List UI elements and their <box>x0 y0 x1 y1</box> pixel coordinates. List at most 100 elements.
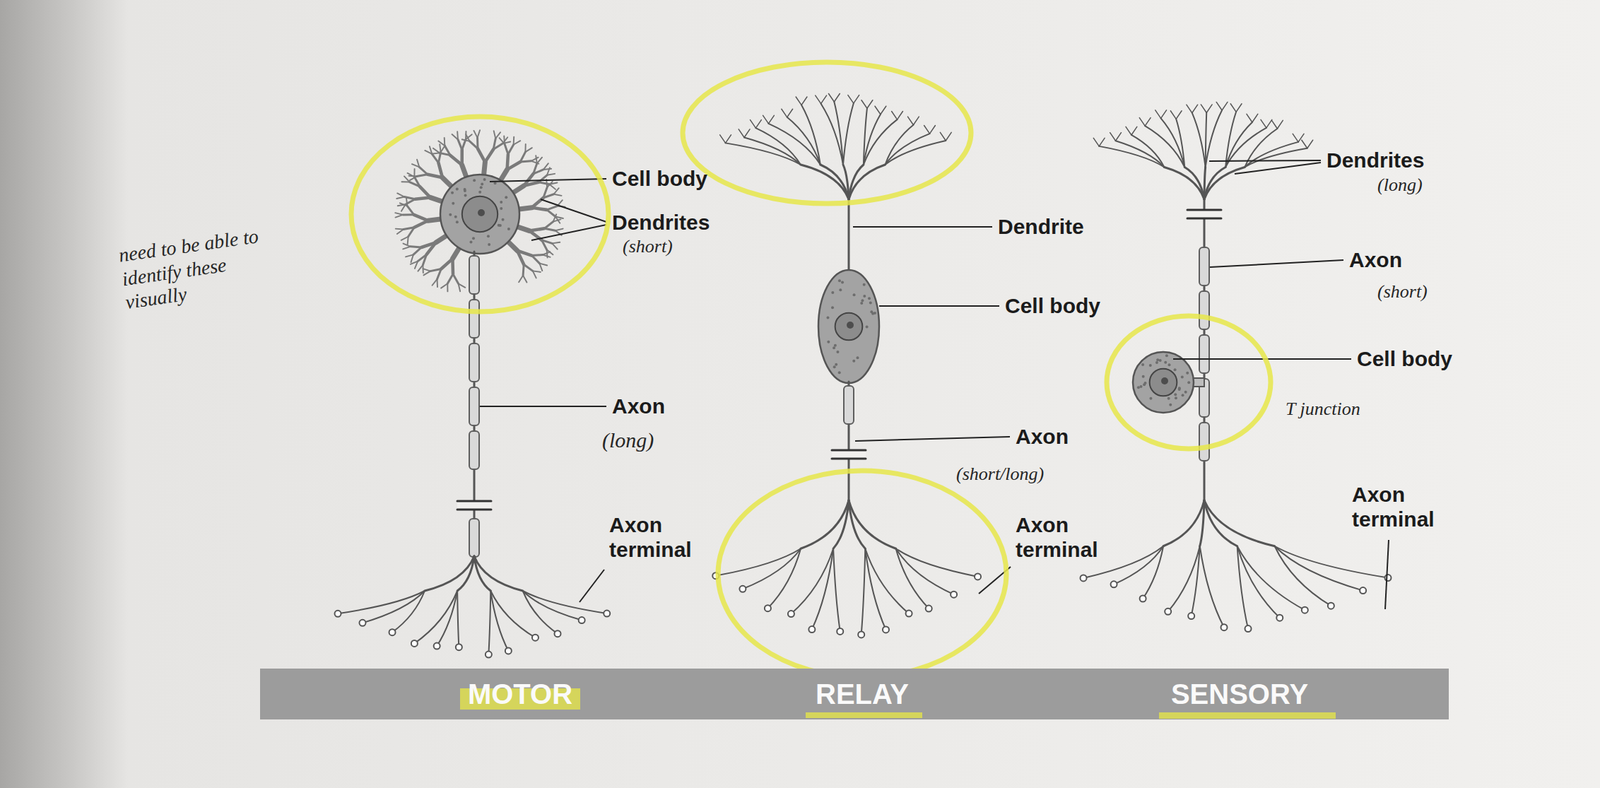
neuron-line <box>433 148 440 154</box>
neuron-line <box>397 228 404 234</box>
neuron-line <box>465 134 473 140</box>
neuron-branch <box>1205 110 1222 168</box>
neuron-line <box>456 131 459 140</box>
cytoplasm-speck <box>1184 390 1188 394</box>
neuron-line <box>1236 103 1242 113</box>
neuron-branch <box>362 590 425 623</box>
neuron-branch <box>801 105 821 165</box>
neuron-line <box>1298 133 1304 143</box>
leader-line <box>1385 539 1389 610</box>
cytoplasm-speck <box>855 356 859 360</box>
handwritten-note: (long) <box>602 428 654 454</box>
neuron-line <box>522 275 527 283</box>
neuron-line <box>874 106 881 115</box>
terminal-knob <box>857 631 865 638</box>
neuron-line <box>1161 110 1167 119</box>
cytoplasm-speck <box>451 202 455 205</box>
neuron-line <box>750 120 757 129</box>
neuron-line <box>907 116 914 126</box>
neuron-line <box>447 274 454 284</box>
neuron-line <box>413 247 422 255</box>
neuron-line <box>1115 132 1122 142</box>
neuron-line <box>493 143 503 150</box>
neuron-branch <box>833 500 849 549</box>
cytoplasm-speck <box>1142 375 1145 379</box>
cytoplasm-speck <box>862 283 866 287</box>
highlighter-circle <box>1106 315 1271 449</box>
break-gap <box>1187 210 1222 218</box>
neuron-branch <box>884 140 946 165</box>
cell-body <box>440 174 520 254</box>
cytoplasm-speck <box>486 234 490 238</box>
neuron-line <box>833 93 840 102</box>
neuron-line <box>477 130 480 138</box>
neuron-line <box>404 197 415 200</box>
neuron-line <box>815 95 822 104</box>
neuron-line <box>1175 110 1182 120</box>
myelin-sheath <box>469 387 480 426</box>
neuron-branch <box>1237 546 1249 629</box>
neuron-line <box>544 228 555 231</box>
cytoplasm-speck <box>1178 387 1181 391</box>
neuron-line <box>408 175 417 178</box>
neuron-line <box>867 100 873 109</box>
neuron-line <box>930 125 936 135</box>
neuron-line <box>410 246 422 248</box>
neuron-line <box>462 139 466 150</box>
cytoplasm-speck <box>1174 396 1178 400</box>
terminal-knob <box>578 616 586 624</box>
neuron-line <box>405 199 416 205</box>
part-label: Axon terminal <box>609 513 723 562</box>
myelin-sheath <box>469 431 480 470</box>
leader-lines <box>479 160 1389 610</box>
terminal-knob <box>974 573 981 580</box>
neuron-branch <box>522 590 608 614</box>
terminal-knob <box>334 610 342 617</box>
terminal-knob <box>455 643 463 651</box>
cytoplasm-speck <box>1187 380 1191 384</box>
neuron-branch <box>1113 546 1164 585</box>
part-label: Dendrites <box>612 210 710 236</box>
cytoplasm-speck <box>499 207 503 210</box>
neuron-branch <box>744 137 801 165</box>
neuron-line <box>538 182 550 185</box>
myelin-sheath <box>1199 422 1210 461</box>
neuron-line <box>1155 110 1162 119</box>
neuron-branch <box>848 500 897 549</box>
terminal-knob <box>505 647 512 654</box>
terminal-knob <box>808 626 815 633</box>
cytoplasm-speck <box>479 185 483 189</box>
neuron-branch <box>896 548 955 595</box>
leader-line <box>853 226 993 228</box>
cell-body <box>818 269 880 384</box>
neuron-line <box>539 263 543 271</box>
neuron-branch <box>490 590 509 651</box>
nucleolus <box>1161 377 1169 385</box>
cytoplasm-speck <box>1185 371 1189 375</box>
cytoplasm-speck <box>826 315 829 319</box>
terminal-knob <box>1384 574 1391 581</box>
neuron-line <box>554 187 560 195</box>
neuron-line <box>395 228 404 231</box>
neuron-branch <box>833 548 841 632</box>
part-label: Cell body <box>1356 346 1453 372</box>
neuron-branch <box>1168 546 1200 613</box>
neuron-line <box>422 268 431 271</box>
terminal-knob <box>1187 612 1195 620</box>
neuron-line <box>1098 137 1105 147</box>
neuron-branch <box>755 127 800 165</box>
neuron-branch <box>1192 113 1206 168</box>
neuron-line <box>1200 104 1207 114</box>
neuron-branch <box>1142 546 1164 599</box>
cell-body <box>1132 351 1194 413</box>
neuron-type-band: MOTORRELAYSENSORY <box>260 668 1449 720</box>
neuron-line <box>396 197 405 199</box>
neuron-line <box>431 154 439 164</box>
neuron-line <box>1307 139 1314 149</box>
neuron-branch <box>1204 500 1275 547</box>
break-gap <box>831 450 866 458</box>
myelin-sheath <box>469 343 480 382</box>
leader-line <box>579 569 605 603</box>
neuron-line <box>440 258 453 269</box>
terminal-knob <box>1359 587 1367 594</box>
